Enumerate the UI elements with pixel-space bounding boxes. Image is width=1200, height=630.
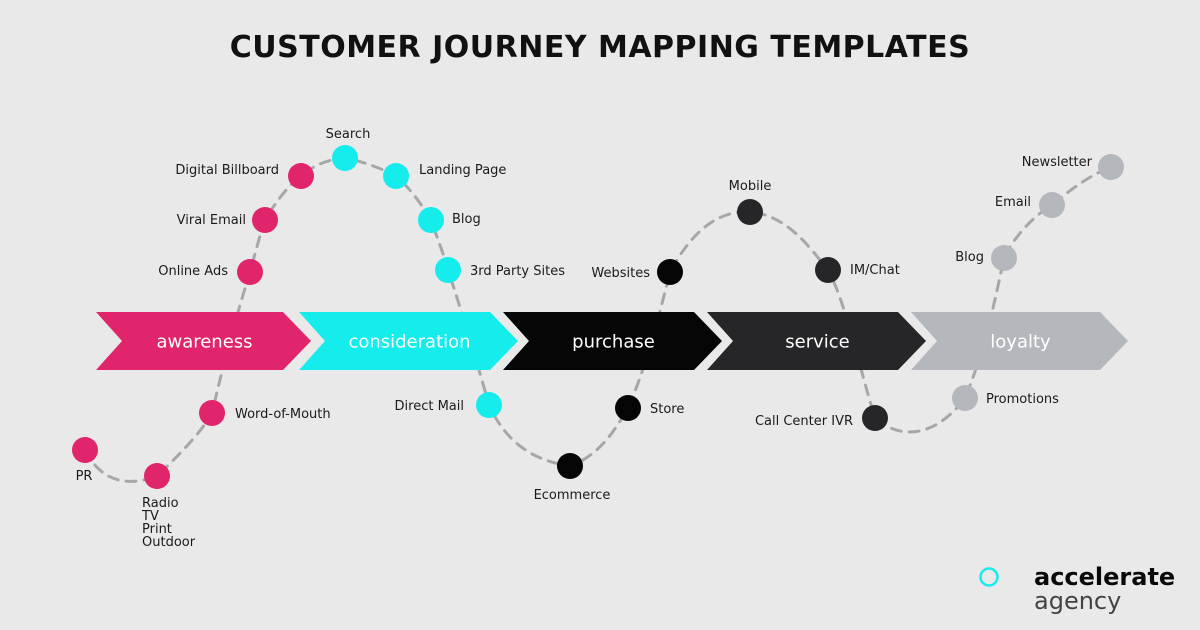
touchpoint-node-consideration-search xyxy=(332,145,358,171)
stage-label-loyalty: loyalty xyxy=(990,332,1051,353)
stage-label-purchase: purchase xyxy=(572,332,655,353)
touchpoint-node-loyalty-promotions xyxy=(952,385,978,411)
touchpoint-node-purchase-store xyxy=(615,395,641,421)
touchpoint-node-service-im-chat xyxy=(815,257,841,283)
stage-service: service xyxy=(707,312,926,370)
stage-label-consideration: consideration xyxy=(348,332,470,353)
stage-label-awareness: awareness xyxy=(156,332,252,353)
touchpoint-label-search: Search xyxy=(326,127,371,142)
touchpoint-label-mobile: Mobile xyxy=(729,179,772,194)
ring-icon xyxy=(979,567,999,587)
touchpoint-label-email: Email xyxy=(995,195,1031,210)
touchpoint-node-consideration-direct-mail xyxy=(476,392,502,418)
touchpoint-node-consideration-blog xyxy=(418,207,444,233)
stage-arrow-purchase xyxy=(503,312,722,370)
touchpoint-label-ecommerce: Ecommerce xyxy=(534,488,611,503)
stage-purchase: purchase xyxy=(503,312,722,370)
touchpoint-label-store: Store xyxy=(650,402,684,417)
touchpoint-label-im-chat: IM/Chat xyxy=(850,263,900,278)
touchpoint-label-pr: PR xyxy=(76,469,93,484)
stage-arrow-bar: awareness consideration purchase service loy… xyxy=(96,312,1128,370)
stage-loyalty: loyalty xyxy=(911,312,1128,370)
touchpoint-node-awareness-pr xyxy=(72,437,98,463)
touchpoint-label-viral-email: Viral Email xyxy=(177,213,246,228)
touchpoint-label-online-ads: Online Ads xyxy=(158,264,228,279)
touchpoint-node-loyalty-newsletter xyxy=(1098,154,1124,180)
touchpoint-node-service-mobile xyxy=(737,199,763,225)
stage-arrow-loyalty xyxy=(911,312,1128,370)
touchpoint-node-consideration-3rd-party-sites xyxy=(435,257,461,283)
brand-logo: accelerate agency xyxy=(979,563,1175,615)
touchpoint-node-service-call-center-ivr xyxy=(862,405,888,431)
touchpoint-node-consideration-landing-page xyxy=(383,163,409,189)
touchpoint-node-awareness-online-ads xyxy=(237,259,263,285)
touchpoint-node-awareness-viral-email xyxy=(252,207,278,233)
touchpoint-node-loyalty-email xyxy=(1039,192,1065,218)
touchpoint-node-awareness-word-of-mouth xyxy=(199,400,225,426)
touchpoint-label-blog: Blog xyxy=(955,250,984,265)
touchpoint-label-digital-billboard: Digital Billboard xyxy=(175,163,279,178)
touchpoint-label-blog: Blog xyxy=(452,212,481,227)
stage-label-service: service xyxy=(785,332,849,353)
stage-arrow-service xyxy=(707,312,926,370)
journey-path xyxy=(83,156,1113,483)
touchpoint-node-awareness-radio xyxy=(144,463,170,489)
brand-subname: agency xyxy=(1034,587,1121,615)
stage-arrow-awareness xyxy=(96,312,311,370)
touchpoint-node-loyalty-blog xyxy=(991,245,1017,271)
stage-awareness: awareness xyxy=(96,312,311,370)
touchpoint-label-call-center-ivr: Call Center IVR xyxy=(755,414,853,429)
touchpoint-label-websites: Websites xyxy=(591,266,650,281)
brand-name: accelerate xyxy=(1034,563,1175,591)
touchpoint-label-3rd-party-sites: 3rd Party Sites xyxy=(470,264,565,279)
touchpoint-node-purchase-websites xyxy=(657,259,683,285)
stage-consideration: consideration xyxy=(299,312,518,370)
page-title: CUSTOMER JOURNEY MAPPING TEMPLATES xyxy=(230,30,971,65)
touchpoint-node-awareness-digital-billboard xyxy=(288,163,314,189)
touchpoint-label-direct-mail: Direct Mail xyxy=(395,399,464,414)
touchpoint-node-purchase-ecommerce xyxy=(557,453,583,479)
touchpoint-nodes xyxy=(72,145,1124,489)
touchpoint-label-newsletter: Newsletter xyxy=(1022,155,1093,170)
touchpoint-label-landing-page: Landing Page xyxy=(419,163,506,178)
touchpoint-label-word-of-mouth: Word-of-Mouth xyxy=(235,407,331,422)
stage-arrow-consideration xyxy=(299,312,518,370)
touchpoint-label-promotions: Promotions xyxy=(986,392,1059,407)
